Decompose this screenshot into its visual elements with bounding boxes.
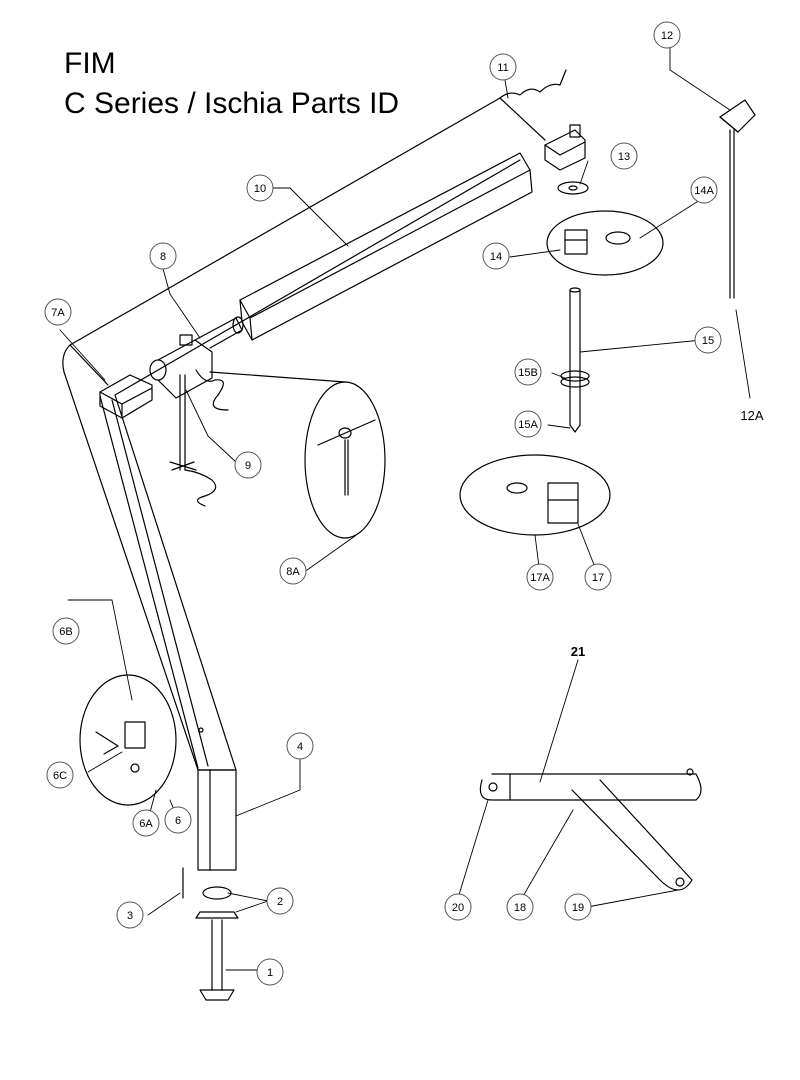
shaft (560, 287, 590, 433)
spacer-plates (195, 886, 239, 919)
svg-text:14A: 14A (694, 185, 714, 197)
svg-text:13: 13 (618, 151, 630, 163)
svg-text:6A: 6A (139, 818, 153, 830)
svg-text:2: 2 (277, 896, 283, 908)
svg-text:12: 12 (661, 30, 673, 42)
svg-text:14: 14 (490, 251, 502, 263)
detail-circle-17 (459, 454, 611, 536)
callout-17a: 17A (526, 563, 554, 591)
main-arm-outline (62, 97, 521, 771)
svg-text:15: 15 (702, 335, 714, 347)
svg-text:19: 19 (572, 902, 584, 914)
callout-2: 2 (266, 887, 294, 915)
callout-1: 1 (256, 958, 284, 986)
motor-housing (499, 69, 586, 171)
label-12a: 12A (740, 408, 763, 423)
callout-14a: 14A (690, 176, 718, 204)
svg-text:6B: 6B (59, 626, 72, 638)
svg-text:4: 4 (297, 741, 303, 753)
callout-6: 6 (164, 806, 192, 834)
callout-6b: 6B (52, 617, 80, 645)
svg-text:9: 9 (245, 460, 251, 472)
svg-text:15A: 15A (518, 419, 538, 431)
svg-text:15B: 15B (518, 367, 538, 379)
washer (557, 181, 589, 195)
base-post (199, 919, 235, 1001)
callout-7a: 7A (44, 298, 72, 326)
callout-11: 11 (489, 53, 517, 81)
swivel-body (149, 316, 244, 399)
svg-text:6: 6 (175, 815, 181, 827)
svg-text:3: 3 (127, 910, 133, 922)
callout-4: 4 (286, 732, 314, 760)
callout-8a: 8A (279, 557, 307, 585)
callout-6a: 6A (132, 809, 160, 837)
svg-text:8A: 8A (286, 566, 300, 578)
rod-with-cap (719, 99, 756, 299)
detail-circle-6c (79, 674, 177, 806)
svg-text:1: 1 (267, 967, 273, 979)
callout-3: 3 (116, 901, 144, 929)
svg-text:20: 20 (452, 902, 464, 914)
diagram-title: FIM C Series / Ischia Parts ID (64, 44, 399, 124)
inner-boom-tube (239, 152, 533, 341)
callout-15a: 15A (514, 410, 542, 438)
callout-9: 9 (234, 451, 262, 479)
bracket-arms (479, 768, 702, 891)
callout-8: 8 (149, 242, 177, 270)
callout-12: 12 (653, 21, 681, 49)
hinge-block (99, 374, 153, 419)
svg-text:6C: 6C (53, 770, 67, 782)
callout-20: 20 (444, 893, 472, 921)
svg-text:17: 17 (592, 572, 604, 584)
svg-text:8: 8 (160, 251, 166, 263)
svg-text:18: 18 (514, 902, 526, 914)
title-line-series: C Series / Ischia Parts ID (64, 87, 400, 120)
callout-6c: 6C (46, 761, 74, 789)
detail-circle-14 (546, 210, 664, 276)
svg-text:11: 11 (497, 62, 508, 74)
detail-circle-8a (209, 371, 386, 539)
lower-mast (197, 727, 237, 871)
cable-assembly (169, 369, 229, 507)
callout-15b: 15B (514, 358, 542, 386)
label-21: 21 (571, 644, 585, 659)
callout-13: 13 (610, 142, 638, 170)
callout-14: 14 (482, 242, 510, 270)
callout-17: 17 (584, 563, 612, 591)
svg-text:10: 10 (254, 183, 266, 195)
callout-19: 19 (564, 893, 592, 921)
svg-text:7A: 7A (51, 307, 65, 319)
svg-text:17A: 17A (530, 572, 550, 584)
callout-15: 15 (694, 326, 722, 354)
callout-18: 18 (506, 893, 534, 921)
title-line-brand: FIM (64, 47, 116, 80)
callout-10: 10 (246, 174, 274, 202)
